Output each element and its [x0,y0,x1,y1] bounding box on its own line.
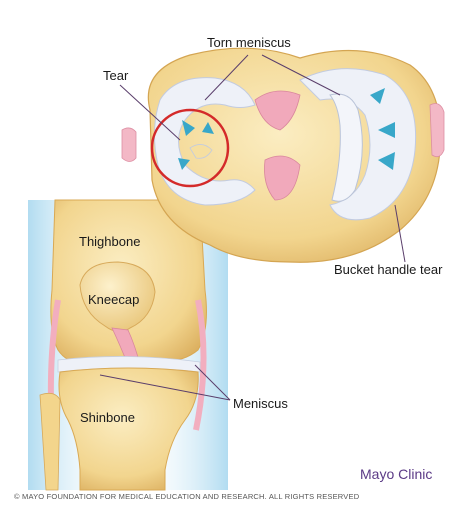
shinbone-shape [58,367,199,491]
label-meniscus: Meniscus [233,396,288,411]
kneecap-shape [79,261,156,332]
label-thighbone: Thighbone [79,234,141,249]
arrow-icon [202,122,214,134]
label-tear: Tear [103,68,129,83]
right-meniscus [299,68,417,221]
fibula-shape [39,392,61,491]
left-cartilage-pad [121,127,137,162]
arrow-icon [378,122,395,138]
label-kneecap: Kneecap [88,292,140,307]
arrow-icon [182,120,195,136]
bucket-arrows [370,88,395,170]
label-torn-meniscus: Torn meniscus [207,35,291,50]
tear-highlight-circle [150,108,230,188]
leader-tear [119,84,181,141]
credit-text: Mayo Clinic [360,466,433,482]
tear-arrows [178,120,214,170]
arrow-icon [370,88,385,104]
label-shinbone: Shinbone [80,410,135,425]
central-ligaments [254,90,301,131]
leader-meniscus-2 [194,364,231,401]
copyright-text: © MAYO FOUNDATION FOR MEDICAL EDUCATION … [14,492,360,501]
leader-torn-meniscus [204,54,249,101]
arrow-icon [378,152,395,170]
arrow-icon [178,158,190,170]
label-bucket-handle-tear: Bucket handle tear [334,262,443,277]
posterior-ligament [264,155,301,201]
leader-bucket [394,204,406,263]
bucket-handle-fragment [329,93,363,202]
leader-meniscus-1 [99,374,231,401]
medial-ligament [193,299,207,431]
right-cartilage-pad [429,103,445,158]
leader-torn-meniscus-2 [261,54,341,96]
tear-notch [189,144,213,159]
